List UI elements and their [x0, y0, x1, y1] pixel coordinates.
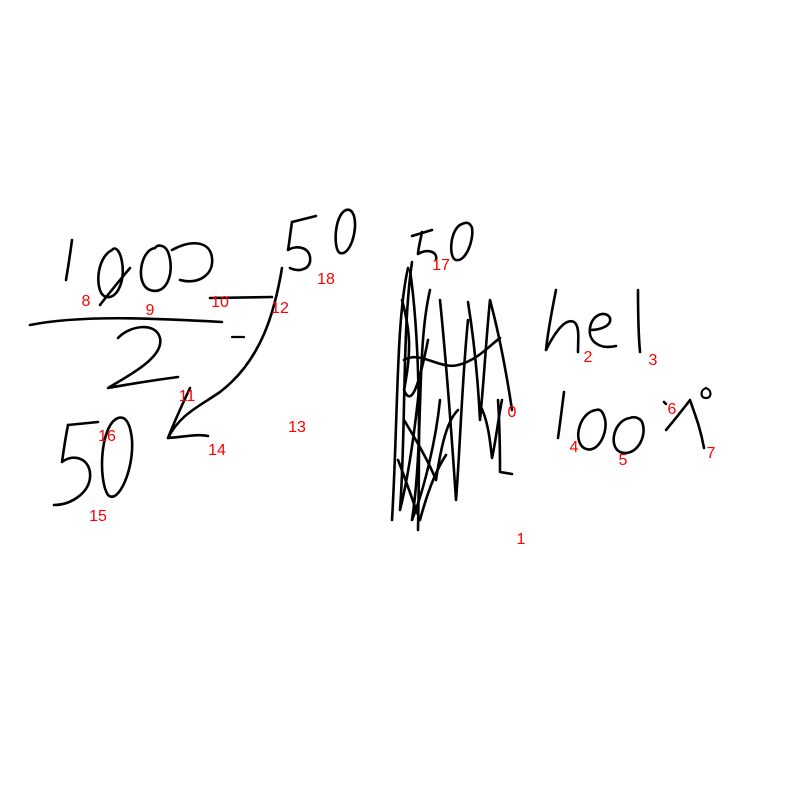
label-4: 4 — [569, 439, 579, 456]
label-3: 3 — [648, 352, 658, 369]
label-5: 5 — [618, 452, 628, 469]
stroke-scribble-1 — [390, 266, 410, 522]
label-9: 9 — [145, 302, 155, 319]
stroke-arrow-curve — [166, 266, 284, 440]
stroke-five-top — [66, 420, 100, 427]
stroke-horizontal-link — [208, 295, 274, 300]
stroke-digit-one-b — [556, 390, 566, 440]
stroke-a-tail — [170, 242, 214, 283]
stroke-percent-dot — [662, 400, 668, 406]
stroke-digit-zero-d — [334, 208, 357, 255]
label-1: 1 — [516, 531, 526, 548]
stroke-digit-five-b — [286, 220, 312, 272]
label-16: 16 — [98, 428, 116, 445]
label-10: 10 — [211, 294, 229, 311]
stroke-percent-slash — [664, 398, 706, 450]
stroke-digit-zero-f — [577, 408, 607, 451]
stroke-digit-two — [106, 325, 180, 390]
stroke-scribble-9 — [396, 453, 448, 522]
stroke-five-b-top — [290, 214, 318, 224]
stroke-scribble-5 — [438, 298, 470, 502]
stroke-digit-zero-g — [612, 415, 645, 455]
label-11: 11 — [178, 388, 196, 405]
stroke-scribble-12 — [400, 298, 430, 398]
stroke-scribble-6 — [466, 298, 514, 422]
stroke-digit-five — [52, 423, 92, 507]
label-8: 8 — [81, 293, 91, 310]
stroke-scribble-7 — [402, 336, 502, 368]
label-12: 12 — [271, 300, 289, 317]
stroke-arrow-head — [166, 386, 192, 440]
label-7: 7 — [706, 445, 716, 462]
label-2: 2 — [583, 349, 593, 366]
stroke-letter-h — [544, 288, 580, 354]
stroke-digit-zero-e — [449, 221, 474, 262]
stroke-digit-zero-c — [100, 416, 134, 499]
stroke-fraction-line — [28, 316, 224, 327]
stroke-digit-five-c — [416, 230, 438, 262]
stroke-slash — [98, 266, 132, 307]
stroke-scribble-8 — [402, 408, 460, 482]
stroke-letter-l — [636, 288, 642, 354]
stroke-percent-small-o — [700, 386, 712, 400]
stroke-five-c-top — [410, 228, 434, 238]
stroke-digit-zero-a — [97, 247, 125, 299]
label-14: 14 — [208, 442, 226, 459]
label-18: 18 — [317, 271, 335, 288]
label-13: 13 — [288, 419, 306, 436]
stroke-scribble-11 — [496, 398, 514, 476]
label-0: 0 — [507, 404, 517, 421]
label-15: 15 — [89, 508, 107, 525]
stroke-digit-zero-b — [139, 244, 172, 293]
stroke-letter-e — [588, 312, 618, 349]
label-6: 6 — [667, 401, 677, 418]
stroke-digit-one — [64, 238, 74, 282]
stroke-scribble-3 — [408, 268, 421, 532]
label-17: 17 — [432, 257, 450, 274]
